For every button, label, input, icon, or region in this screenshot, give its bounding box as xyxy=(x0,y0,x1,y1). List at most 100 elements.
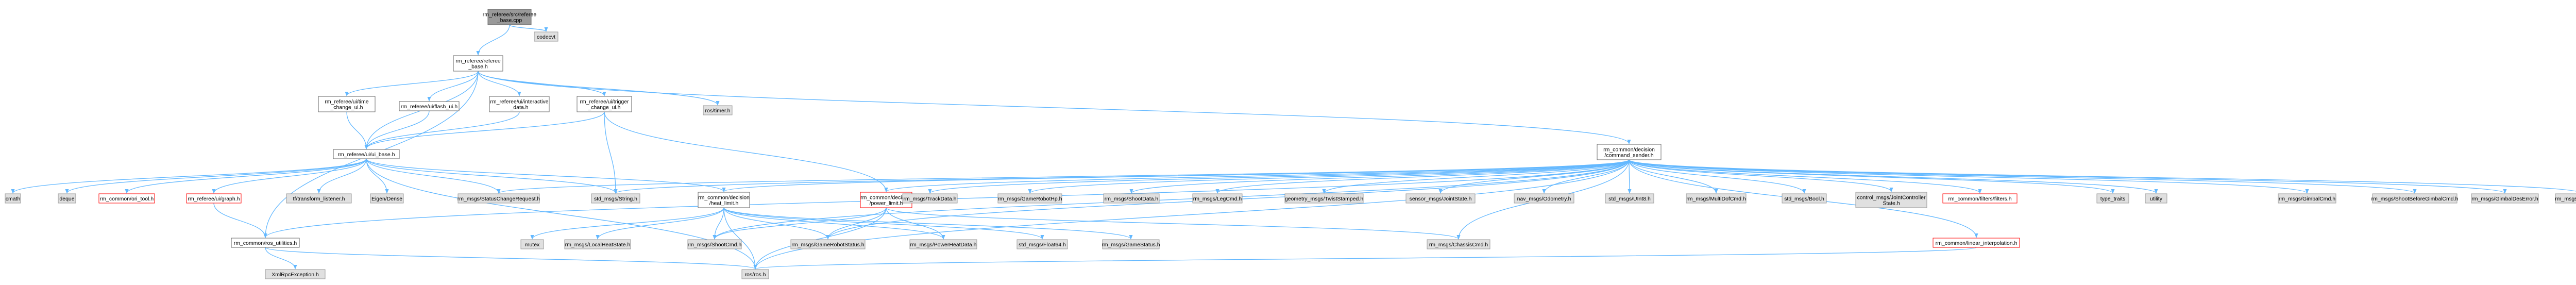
node-label: rm_msgs/PowerHeatData.h xyxy=(910,242,977,248)
node-box xyxy=(909,239,977,249)
node-float64[interactable]: std_msgs/Float64.h xyxy=(1016,239,1068,249)
node-label: ros/ros.h xyxy=(745,272,766,278)
node-label: std_msgs/String.h xyxy=(594,196,637,202)
node-flash-ui[interactable]: rm_referee/ui/flash_ui.h xyxy=(399,101,460,111)
node-tf-listener[interactable]: tf/transform_listener.h xyxy=(286,193,352,204)
node-label: rm_msgs/StatusChangeRequest.h xyxy=(457,196,540,202)
edge-heat_limit-to-ros_ros xyxy=(723,207,757,270)
edge-cmd_sender-to-power_limit xyxy=(884,159,1630,192)
edge-ui_base-to-deque xyxy=(65,158,367,194)
node-linear-interp[interactable]: rm_common/linear_interpolation.h xyxy=(1933,238,2020,248)
edge-power_limit-to-power_heat xyxy=(886,207,945,240)
node-label: rm_msgs/StateCmd.h xyxy=(2555,196,2576,202)
node-box xyxy=(997,193,1062,204)
node-box xyxy=(333,149,400,159)
node-ros-ros[interactable]: ros/ros.h xyxy=(741,269,769,279)
node-interactive[interactable]: rm_referee/ui/interactive_data.h xyxy=(489,96,550,112)
node-codecvt[interactable]: codecvt xyxy=(534,31,558,42)
node-ros-utilities[interactable]: rm_common/ros_utilities.h xyxy=(231,238,300,248)
node-gimbal-des-error[interactable]: rm_msgs/GimbalDesError.h xyxy=(2471,193,2539,204)
node-box xyxy=(1597,144,1662,160)
node-std-string[interactable]: std_msgs/String.h xyxy=(591,193,640,204)
node-local-heat[interactable]: rm_msgs/LocalHeatState.h xyxy=(564,239,631,249)
node-label: cmath xyxy=(6,196,21,202)
node-leg-cmd[interactable]: rm_msgs/LegCmd.h xyxy=(1192,193,1243,204)
node-xmlrpc[interactable]: XmlRpcException.h xyxy=(265,269,326,279)
edge-cmd_sender-to-shoot_data xyxy=(1129,159,1630,194)
node-heat-limit[interactable]: rm_common/decision/heat_limit.h xyxy=(698,192,750,208)
node-box xyxy=(1942,193,2018,204)
node-odometry[interactable]: nav_msgs/Odometry.h xyxy=(1514,193,1574,204)
node-box xyxy=(1284,193,1364,204)
node-multi-dof[interactable]: rm_msgs/MultiDofCmd.h xyxy=(1686,193,1747,204)
node-eigen[interactable]: Eigen/Dense xyxy=(370,193,404,204)
node-cmd-sender[interactable]: rm_common/decision/command_sender.h xyxy=(1597,144,1662,160)
node-ref-base-h[interactable]: rm_referee/referee_base.h xyxy=(453,55,503,72)
node-status-change[interactable]: rm_msgs/StatusChangeRequest.h xyxy=(457,193,540,204)
node-utility[interactable]: utility xyxy=(2145,193,2167,204)
edge-trigger-to-ui_base xyxy=(364,111,605,149)
node-power-heat[interactable]: rm_msgs/PowerHeatData.h xyxy=(909,239,977,249)
node-label: /power_limit.h xyxy=(870,200,903,207)
node-gimbal-cmd[interactable]: rm_msgs/GimbalCmd.h xyxy=(2278,193,2336,204)
edge-power_limit-to-ros_ros xyxy=(753,207,887,270)
node-box xyxy=(231,238,300,248)
edge-ros_utilities-to-ros_ros xyxy=(265,247,757,270)
node-box xyxy=(399,101,460,111)
node-joint-state[interactable]: sensor_msgs/JointState.h xyxy=(1405,193,1476,204)
node-chassis-cmd[interactable]: rm_msgs/ChassisCmd.h xyxy=(1427,239,1490,249)
node-shoot-cmd[interactable]: rm_msgs/ShootCmd.h xyxy=(687,239,742,249)
node-std-bool[interactable]: std_msgs/Bool.h xyxy=(1782,193,1827,204)
node-label: std_msgs/Bool.h xyxy=(1784,196,1824,202)
node-box xyxy=(2555,193,2576,204)
node-game-status[interactable]: rm_msgs/GameStatus.h xyxy=(1101,239,1160,249)
node-label: std_msgs/UInt8.h xyxy=(1608,196,1651,202)
edge-cmd_sender-to-shoot_before_gimbal xyxy=(1629,159,2417,194)
node-box xyxy=(370,193,404,204)
edge-cmd_sender-to-status_change xyxy=(497,159,1630,194)
node-uint8[interactable]: std_msgs/UInt8.h xyxy=(1605,193,1654,204)
node-game-robot-status[interactable]: rm_msgs/GameRobotStatus.h xyxy=(790,239,866,249)
node-label: codecvt xyxy=(537,34,555,40)
node-deque[interactable]: deque xyxy=(58,193,76,204)
node-game-robot-hp[interactable]: rm_msgs/GameRobotHp.h xyxy=(997,193,1062,204)
node-box xyxy=(489,96,550,112)
node-box xyxy=(790,239,866,249)
node-label: type_traits xyxy=(2100,196,2125,202)
node-trigger[interactable]: rm_referee/ui/trigger_change_ui.h xyxy=(577,96,632,112)
node-shoot-before-gimbal[interactable]: rm_msgs/ShootBeforeGimbalCmd.h xyxy=(2371,193,2459,204)
edge-ui_base-to-std_string xyxy=(366,158,618,194)
node-ros-timer[interactable]: ros/timer.h xyxy=(703,105,733,115)
edge-cmd_sender-to-std_bool xyxy=(1629,159,1806,194)
edge-heat_limit-to-game_robot_status xyxy=(723,207,830,240)
node-box xyxy=(2096,193,2129,204)
node-label: rm_referee/src/referee xyxy=(483,12,537,18)
node-twist-stamped[interactable]: geometry_msgs/TwistStamped.h xyxy=(1284,193,1364,204)
node-root[interactable]: rm_referee/src/referee_base.cpp xyxy=(483,9,537,25)
node-box xyxy=(98,193,155,204)
node-time-change[interactable]: rm_referee/ui/time_change_ui.h xyxy=(318,96,376,112)
node-cmath[interactable]: cmath xyxy=(5,193,21,204)
node-filters[interactable]: rm_common/filters/filters.h xyxy=(1942,193,2018,204)
node-label: rm_common/decision xyxy=(1603,147,1655,153)
node-ori-tool[interactable]: rm_common/ori_tool.h xyxy=(98,193,155,204)
node-box xyxy=(2372,193,2458,204)
edge-cmd_sender-to-track_data xyxy=(928,159,1630,194)
node-state-cmd[interactable]: rm_msgs/StateCmd.h xyxy=(2555,193,2576,204)
node-mutex[interactable]: mutex xyxy=(520,239,544,249)
node-shoot-data[interactable]: rm_msgs/ShootData.h xyxy=(1103,193,1160,204)
edge-cmd_sender-to-utility xyxy=(1629,159,2158,194)
node-track-data[interactable]: rm_msgs/TrackData.h xyxy=(902,193,958,204)
edge-linear_interp-to-ros_ros xyxy=(754,247,1977,270)
edge-heat_limit-to-game_status xyxy=(723,207,1133,240)
node-label: std_msgs/Float64.h xyxy=(1019,242,1066,248)
node-type-traits[interactable]: type_traits xyxy=(2096,193,2129,204)
node-box xyxy=(1782,193,1827,204)
node-ui-base[interactable]: rm_referee/ui/ui_base.h xyxy=(333,149,400,159)
node-label: /heat_limit.h xyxy=(709,200,739,207)
node-graph-h[interactable]: rm_referee/ui/graph.h xyxy=(186,193,242,204)
node-box xyxy=(186,193,242,204)
